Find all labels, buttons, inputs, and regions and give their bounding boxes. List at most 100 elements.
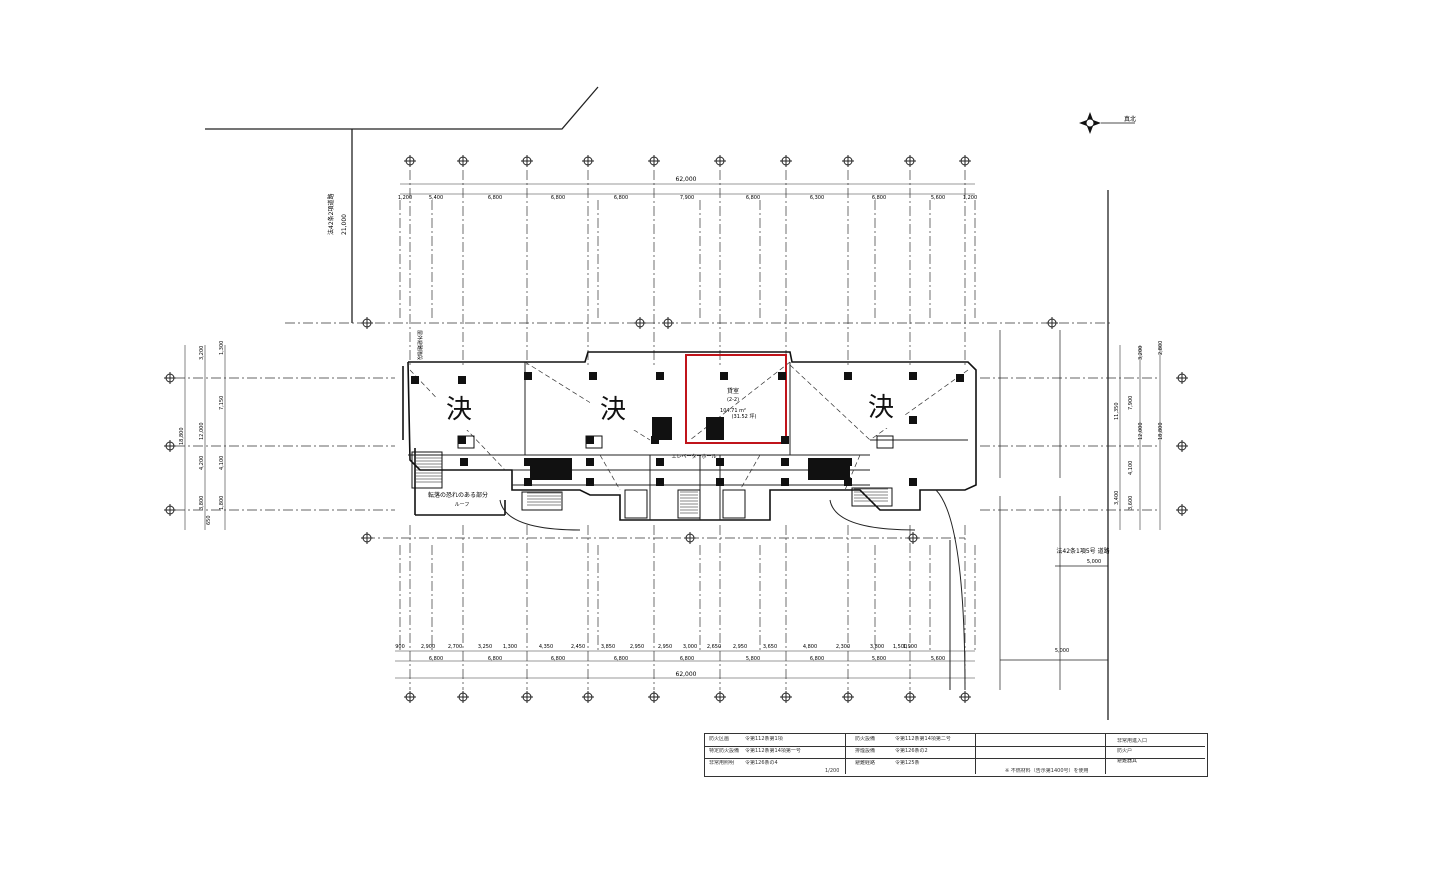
north-label: 真北 [1124, 115, 1136, 123]
legend-r3-c: 避難経路 [855, 760, 876, 766]
right-dim-label: 2,800 [1158, 341, 1164, 355]
road-width-top: 21,000 [341, 214, 348, 235]
bottom-span-label: 2,900 [421, 644, 435, 650]
legend-r2-d: 令第126条の2 [895, 748, 928, 754]
bottom-span-label: 2,950 [658, 644, 672, 650]
legend-r1-a: 防火区画 [709, 736, 730, 742]
north-arrow-icon [1079, 112, 1135, 134]
landscape-arcs [499, 489, 966, 691]
columns [411, 372, 964, 486]
right-dim-label: 3,200 [1138, 346, 1144, 360]
highlighted-unit [685, 354, 787, 444]
legend-r3-a: 非常用照明 [709, 760, 735, 766]
column [844, 478, 852, 486]
column [778, 372, 786, 380]
legend-box: 防火区画 令第112条第1項 防火設備 令第112条第14項第二号 特定防火設備… [704, 733, 1208, 777]
left-dim-label: 18,800 [179, 428, 185, 446]
top-span-label: 6,800 [614, 195, 628, 201]
approval-stamp-2: 決 [590, 390, 636, 430]
left-dim-label: 3,200 [199, 346, 205, 360]
right-dim-label: 7,900 [1128, 396, 1134, 410]
right-dim-label: 3,600 [1128, 496, 1134, 510]
bottom-span-label: 3,000 [683, 644, 697, 650]
building-outline [402, 351, 977, 521]
left-dim-label: 1,800 [219, 496, 225, 510]
legend-r2-b: 令第112条第14項第一号 [745, 748, 801, 754]
grid-lines-vertical [399, 170, 976, 690]
legend-r3-d: 令第125条 [895, 760, 920, 766]
column [781, 436, 789, 444]
column [909, 372, 917, 380]
site-boundary [205, 86, 1109, 720]
bottom-span-label: 6,800 [551, 656, 565, 662]
left-dim-label: 3,800 [199, 496, 205, 510]
bottom-span-label: 3,250 [478, 644, 492, 650]
legend-r2-c: 排煙設備 [855, 748, 876, 754]
column [589, 372, 597, 380]
right-dim-label: 3,400 [1114, 491, 1120, 505]
column [656, 478, 664, 486]
right-road-label: 法42条1項5号 道路 [1056, 547, 1109, 555]
bottom-span-label: 900 [395, 644, 405, 650]
column [586, 436, 594, 444]
column [656, 372, 664, 380]
legend-r1-c: 防火設備 [855, 736, 876, 742]
grid-markers-top [404, 155, 971, 167]
left-dim-label: 4,200 [199, 456, 205, 470]
right-dim-label: 4,100 [1128, 461, 1134, 475]
fall-hazard-label: 転落の恐れのある部分 [428, 491, 488, 499]
column [524, 478, 532, 486]
column [781, 458, 789, 466]
bottom-span-label: 3,650 [763, 644, 777, 650]
top-span-label: 1,200 [963, 195, 977, 201]
bottom-span-label: 4,350 [539, 644, 553, 650]
top-span-label: 1,200 [398, 195, 412, 201]
left-dim-label: 650 [206, 515, 212, 525]
column [909, 416, 917, 424]
column [411, 376, 419, 384]
legend-notes: ※ 不燃材料（告示第1400号）を使用 [1005, 768, 1089, 774]
legend-symbol-3: 避難器具 [1117, 758, 1138, 764]
dimension-lines-side [184, 345, 1161, 530]
bottom-span-label: 6,800 [488, 656, 502, 662]
bottom-road-width: 5,000 [1055, 648, 1069, 654]
top-span-label: 6,800 [551, 195, 565, 201]
legend-r1-b: 令第112条第1項 [745, 736, 783, 742]
approval-stamp-1: 決 [436, 390, 482, 430]
overall-dim-bottom: 62,000 [676, 671, 697, 678]
left-dim-label: 7,150 [219, 396, 225, 410]
column [586, 478, 594, 486]
column [460, 458, 468, 466]
column [781, 478, 789, 486]
legend-r2-a: 特定防火設備 [709, 748, 740, 754]
bottom-span-label: 6,800 [680, 656, 694, 662]
column [586, 458, 594, 466]
top-span-label: 6,800 [488, 195, 502, 201]
column [956, 374, 964, 382]
bottom-span-label: 6,800 [810, 656, 824, 662]
column [656, 458, 664, 466]
right-dim-label: 11,350 [1114, 403, 1120, 421]
left-dim-label: 12,000 [199, 423, 205, 441]
column [524, 372, 532, 380]
legend-scale: 1/200 [825, 768, 840, 774]
bottom-span-label: 1,900 [903, 644, 917, 650]
legend-r1-d: 令第112条第14項第二号 [895, 736, 951, 742]
column [909, 478, 917, 486]
right-dim-label: 12,000 [1138, 423, 1144, 441]
dimension-lines-top [400, 183, 975, 195]
overall-dim-top: 62,000 [676, 176, 697, 183]
grid-lines-horizontal [175, 322, 1160, 539]
legend-symbol-1: 非常用進入口 [1117, 738, 1148, 744]
legend-symbol-2: 防火戸 [1117, 748, 1133, 754]
bottom-span-label: 5,800 [746, 656, 760, 662]
top-span-label: 5,400 [429, 195, 443, 201]
approval-stamp-3: 決 [858, 388, 904, 428]
stair-hatching [416, 454, 888, 514]
top-span-label: 5,600 [931, 195, 945, 201]
